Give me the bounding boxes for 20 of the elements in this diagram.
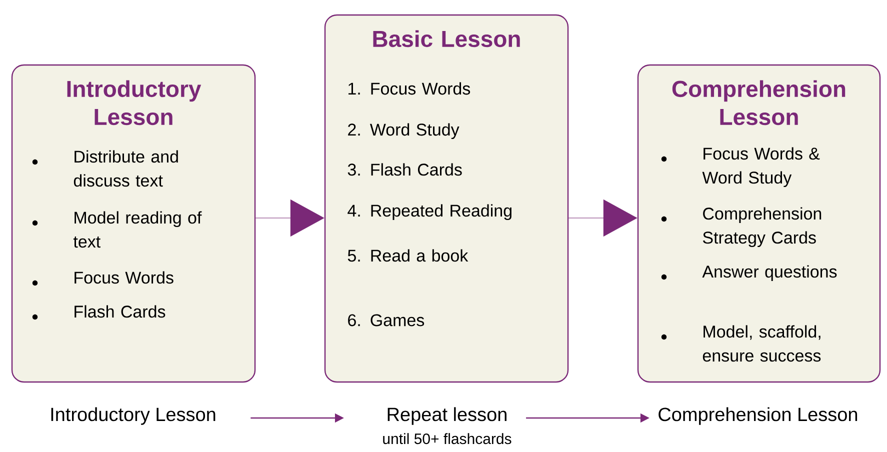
stage-label: Repeat lesson until 50+ flashcards: [383, 407, 512, 444]
list-item: Focus Words & Word Study: [702, 147, 820, 188]
list-item: Focus Words: [74, 271, 174, 284]
list-item: 2. Word Study: [348, 123, 460, 140]
list-item: Model reading of text: [73, 211, 202, 248]
list-item: 3. Flash Cards: [348, 163, 462, 176]
stage-label: Introductory Lesson: [51, 407, 216, 425]
list-item: Answer questions: [702, 265, 837, 282]
list-item: 1. Focus Words: [348, 82, 470, 95]
box-heading: Basic Lesson: [373, 30, 520, 48]
list-item: 6. Games: [348, 314, 424, 326]
box-heading: Comprehension Lesson: [672, 80, 846, 126]
list-item: Distribute and discuss text: [74, 150, 178, 187]
box-heading: Introductory Lesson: [67, 80, 202, 126]
list-item: 5. Read a book: [348, 249, 468, 262]
stage-label: Comprehension Lesson: [658, 407, 858, 425]
list-item: 4. Repeated Reading: [348, 204, 512, 220]
list-item: Flash Cards: [74, 305, 166, 318]
list-item: Comprehension Strategy Cards: [702, 207, 822, 248]
list-item: Model, scaffold, ensure success: [702, 325, 821, 362]
